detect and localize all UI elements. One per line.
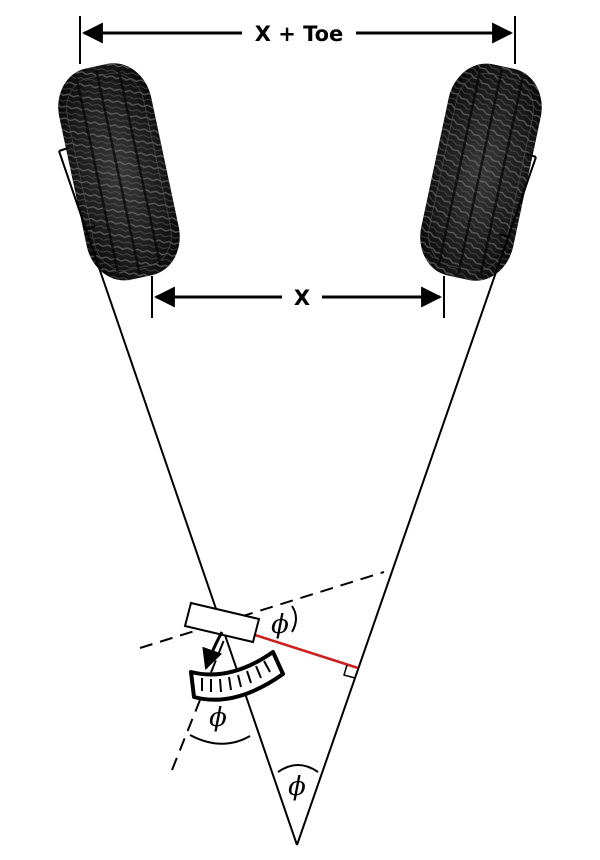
perpendicular-line	[251, 632, 359, 670]
angle-label-bottom: ϕ	[288, 772, 306, 802]
left-tire	[58, 63, 180, 281]
angle-markers: ϕ ϕ ϕ	[189, 605, 319, 802]
angle-label-upper: ϕ	[271, 610, 289, 640]
angle-scale-ticks	[201, 660, 271, 693]
right-tire	[420, 63, 542, 281]
top-dimension: X + Toe	[79, 16, 516, 64]
rotation-arrow	[202, 631, 224, 670]
angle-scale	[189, 650, 285, 702]
right-toe-ref-tick-bottom	[498, 233, 509, 238]
right-toe-ref-tick-top	[526, 153, 537, 158]
angle-arc-middle	[189, 734, 251, 745]
left-toe-line	[58, 150, 298, 846]
angle-arc-bottom	[277, 764, 319, 773]
angle-scale-body	[189, 650, 285, 702]
left-toe-ref-tick-bottom	[85, 225, 96, 231]
angle-label-middle: ϕ	[209, 703, 227, 733]
bottom-dimension: X	[151, 276, 445, 318]
left-toe-ref-tick-top	[58, 147, 69, 152]
bottom-dimension-label: X	[294, 286, 310, 310]
right-toe-line	[296, 156, 537, 846]
dashed-line-upper	[139, 571, 385, 649]
sensor-rectangle	[183, 601, 261, 644]
top-dimension-label: X + Toe	[255, 22, 344, 46]
rotation-arrow-shaft	[202, 631, 224, 670]
sensor-block	[183, 601, 261, 644]
perpendicular	[251, 632, 359, 679]
toe-lines	[58, 147, 537, 846]
angle-arc-upper	[291, 605, 297, 633]
right-angle-marker	[343, 664, 356, 679]
